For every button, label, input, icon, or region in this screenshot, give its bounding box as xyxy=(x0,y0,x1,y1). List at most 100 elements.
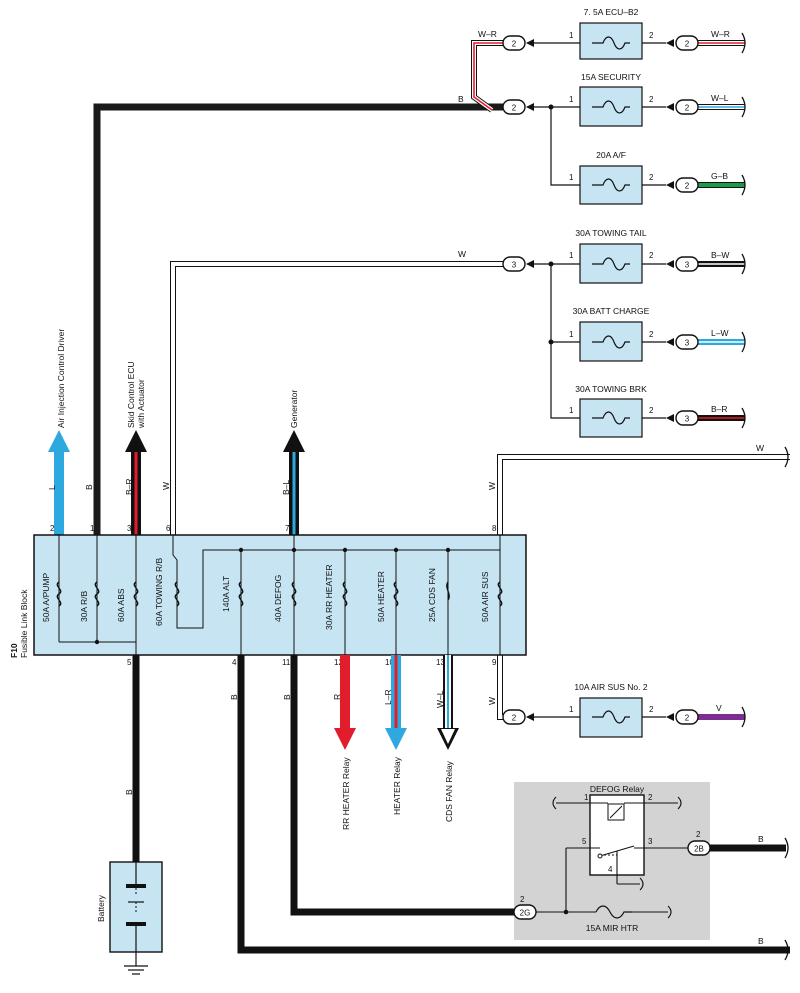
wire-label-b5: B xyxy=(124,789,134,795)
pin-label: 1 xyxy=(569,173,574,182)
w-wire-pin6 xyxy=(170,261,503,535)
pin-label: 2 xyxy=(649,95,654,104)
wire-label-br: B–R xyxy=(124,478,134,495)
wire-label-w-mid: W xyxy=(458,249,466,259)
arrow-heater xyxy=(385,655,407,750)
wire-label-br: B–R xyxy=(711,404,728,414)
pin-label: 11 xyxy=(282,658,291,667)
block-fuse-label: 50A A/PUMP xyxy=(41,573,51,622)
connector-2g: 2G 2 xyxy=(513,895,537,920)
fuse-label: 20A A/F xyxy=(596,150,626,160)
pin-label: 2 xyxy=(50,524,55,533)
arrow-skid-control xyxy=(125,430,147,535)
fuse-security: 15A SECURITY 1 2 xyxy=(569,72,654,127)
wire-label-wl: W–L xyxy=(711,93,729,103)
wire-label-v: V xyxy=(716,703,722,713)
wire-label-w6: W xyxy=(161,482,171,490)
arrow-heads xyxy=(526,39,674,721)
connector: 2 xyxy=(502,35,526,51)
dest-heater: HEATER Relay xyxy=(392,756,402,815)
block-name: Fusible Link Block xyxy=(19,589,29,658)
connector: 2 xyxy=(675,709,699,725)
svg-text:3: 3 xyxy=(685,415,690,424)
wire-label-w-right: W xyxy=(756,443,764,453)
fuse-label: 7. 5A ECU–B2 xyxy=(584,7,639,17)
pin-label: 5 xyxy=(127,658,132,667)
wr-wire-run xyxy=(471,40,503,113)
block-fuse-label: 25A CDS FAN xyxy=(427,568,437,622)
connector: 3 xyxy=(675,256,699,272)
fuse-label: 30A TOWING TAIL xyxy=(575,228,646,238)
pin-label: 13 xyxy=(436,658,445,667)
wire-label-b-bottom: B xyxy=(758,936,764,946)
pin-label: 12 xyxy=(334,658,343,667)
pin-label: 2 xyxy=(649,251,654,260)
fuse-label: 15A SECURITY xyxy=(581,72,641,82)
wire-label-wr-top: W–R xyxy=(478,29,497,39)
block-fuse-label: 50A AIR SUS xyxy=(480,571,490,622)
pin-label: 4 xyxy=(232,658,237,667)
block-fuse-label: 140A ALT xyxy=(221,576,231,612)
pin-label: 1 xyxy=(90,524,95,533)
block-fuse-label: 30A R/B xyxy=(79,590,89,622)
pin-label: 3 xyxy=(127,524,132,533)
wire-label-b-top: B xyxy=(458,94,464,104)
pin-label: 1 xyxy=(569,95,574,104)
fuse-label: 30A TOWING BRK xyxy=(575,384,647,394)
pin-label: 8 xyxy=(492,524,497,533)
bus-lines xyxy=(527,42,580,718)
fuse-towing-tail: 30A TOWING TAIL 1 2 xyxy=(569,228,654,284)
dest-skid-control-2: with Actuator xyxy=(136,379,146,429)
relay-title: DEFOG Relay xyxy=(590,784,645,794)
fuse-air-sus-no2: 10A AIR SUS No. 2 1 2 xyxy=(569,682,654,738)
fuse-batt-charge: 30A BATT CHARGE 1 2 xyxy=(569,306,654,362)
svg-text:2B: 2B xyxy=(694,845,704,854)
b-wire-2b xyxy=(710,837,789,961)
wire-end-marks xyxy=(741,32,789,728)
pin-label: 4 xyxy=(608,865,613,874)
dest-skid-control-1: Skid Control ECU xyxy=(126,361,136,428)
svg-text:2: 2 xyxy=(512,104,517,113)
arrow-generator xyxy=(283,430,305,535)
pin-label: 2 xyxy=(649,330,654,339)
pin-label: 1 xyxy=(584,793,589,802)
fuse-label: 30A BATT CHARGE xyxy=(573,306,650,316)
svg-text:2G: 2G xyxy=(520,909,531,918)
w-wire-pin9 xyxy=(497,655,503,720)
wire-label-b-2b: B xyxy=(758,834,764,844)
ground-icon xyxy=(124,965,148,975)
arrow-air-injection xyxy=(48,430,70,535)
b-main-wire xyxy=(93,103,503,535)
fusible-link-block: 50A A/PUMP 30A R/B 60A ABS 60A TOWING R/… xyxy=(33,534,527,656)
connector: 3 xyxy=(502,256,526,272)
fuse-ecu-b2: 7. 5A ECU–B2 1 2 xyxy=(569,7,654,60)
svg-text:2: 2 xyxy=(512,714,517,723)
svg-text:2: 2 xyxy=(520,895,525,904)
wire-label-bl: B–L xyxy=(281,480,291,495)
fuse-out-stubs xyxy=(642,42,666,718)
wire-label-b11: B xyxy=(282,694,292,700)
svg-text:2: 2 xyxy=(696,830,701,839)
junction-dots xyxy=(548,104,554,345)
svg-text:2: 2 xyxy=(685,714,690,723)
pin-label: 2 xyxy=(648,793,653,802)
arrow-cds-fan xyxy=(437,655,459,750)
pin-label: 2 xyxy=(649,31,654,40)
block-fuse-label: 40A DEFOG xyxy=(273,575,283,622)
wire-label-b: B xyxy=(84,484,94,490)
wire-label-lw: L–W xyxy=(711,328,728,338)
connector: 2 xyxy=(675,99,699,115)
relay-fuse-label: 15A MIR HTR xyxy=(586,923,638,933)
pin-label: 1 xyxy=(569,31,574,40)
pin-label: 2 xyxy=(649,705,654,714)
wire-label-gb: G–B xyxy=(711,171,728,181)
pin-label: 1 xyxy=(569,251,574,260)
wire-label-l: L xyxy=(47,485,57,490)
connector: 2 xyxy=(675,177,699,193)
svg-text:3: 3 xyxy=(685,339,690,348)
pin-label: 1 xyxy=(569,705,574,714)
b-wire-pin11 xyxy=(290,655,514,916)
pin-label: 2 xyxy=(649,406,654,415)
